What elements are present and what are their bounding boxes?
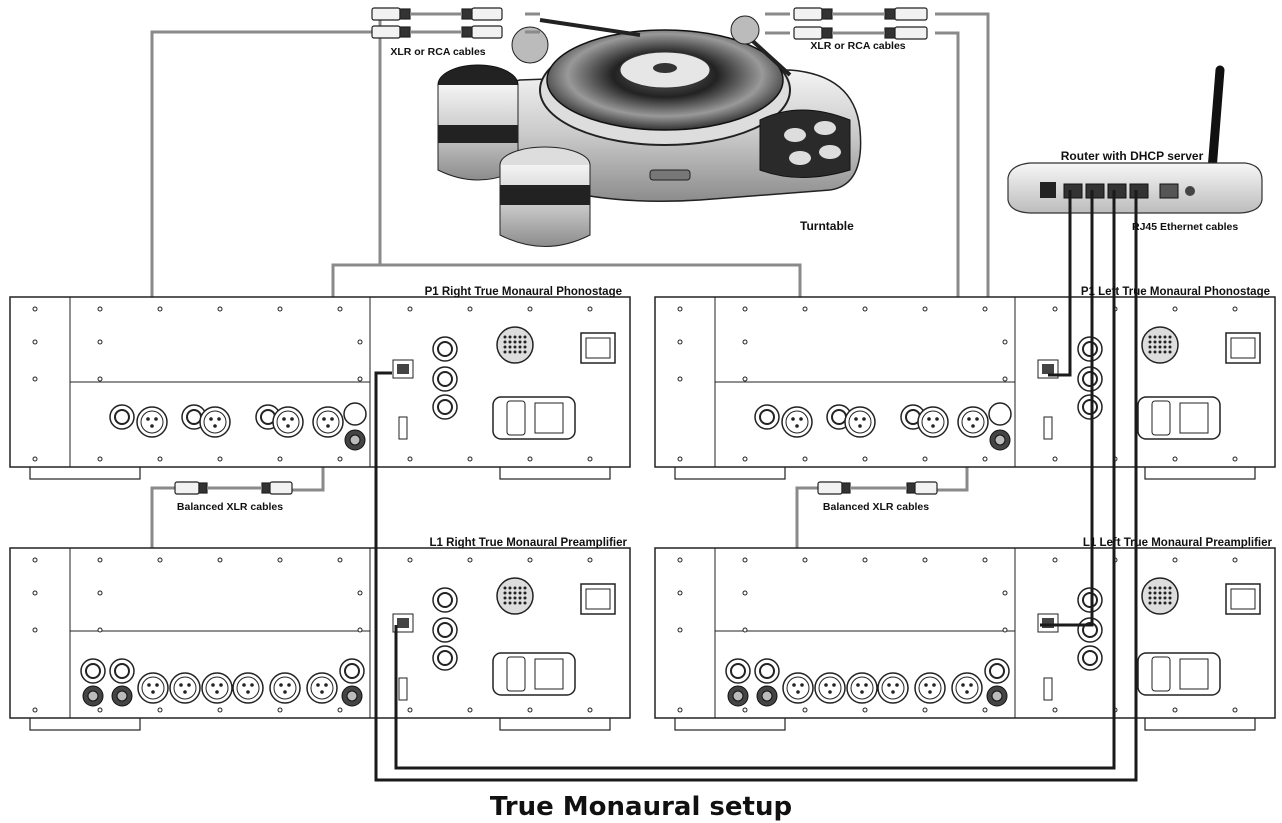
turntable-label: Turntable <box>800 219 854 233</box>
p1-left-phonostage <box>654 296 1276 480</box>
l1-right-preamplifier-label: L1 Right True Monaural Preamplifier <box>430 537 628 549</box>
diagram-title: True Monaural setup <box>490 792 792 822</box>
multipin-connector <box>496 326 534 364</box>
balanced-xlr-cables-label-left: Balanced XLR cables <box>177 501 283 513</box>
usb-port <box>1043 677 1053 701</box>
rca-socket <box>343 402 367 426</box>
multipin-connector <box>1141 326 1179 364</box>
ethernet-cables <box>374 190 1138 782</box>
l1-left-preamplifier-label: L1 Left True Monaural Preamplifier <box>1083 537 1273 549</box>
multipin-connector <box>1141 577 1179 615</box>
multipin-connector <box>496 577 534 615</box>
usb-port <box>1043 416 1053 440</box>
balanced-xlr-cables-label-right: Balanced XLR cables <box>823 501 929 513</box>
rj45-cables-label: RJ45 Ethernet cables <box>1132 221 1238 233</box>
cable-connectors <box>174 7 938 495</box>
xlr-rca-cables-label-left: XLR or RCA cables <box>390 46 485 58</box>
p1-left-phonostage-label: P1 Left True Monaural Phonostage <box>1081 286 1270 298</box>
l1-left-preamplifier <box>654 547 1276 731</box>
xlr-rca-cables-label-right: XLR or RCA cables <box>810 40 905 52</box>
turntable <box>437 15 862 247</box>
l1-right-preamplifier <box>9 547 631 731</box>
p1-right-phonostage <box>9 296 631 480</box>
usb-port <box>398 677 408 701</box>
rca-socket <box>988 402 1012 426</box>
usb-port <box>398 416 408 440</box>
router-label: Router with DHCP server <box>1061 149 1204 163</box>
p1-right-phonostage-label: P1 Right True Monaural Phonostage <box>425 286 622 298</box>
chassis-units <box>9 296 1276 731</box>
